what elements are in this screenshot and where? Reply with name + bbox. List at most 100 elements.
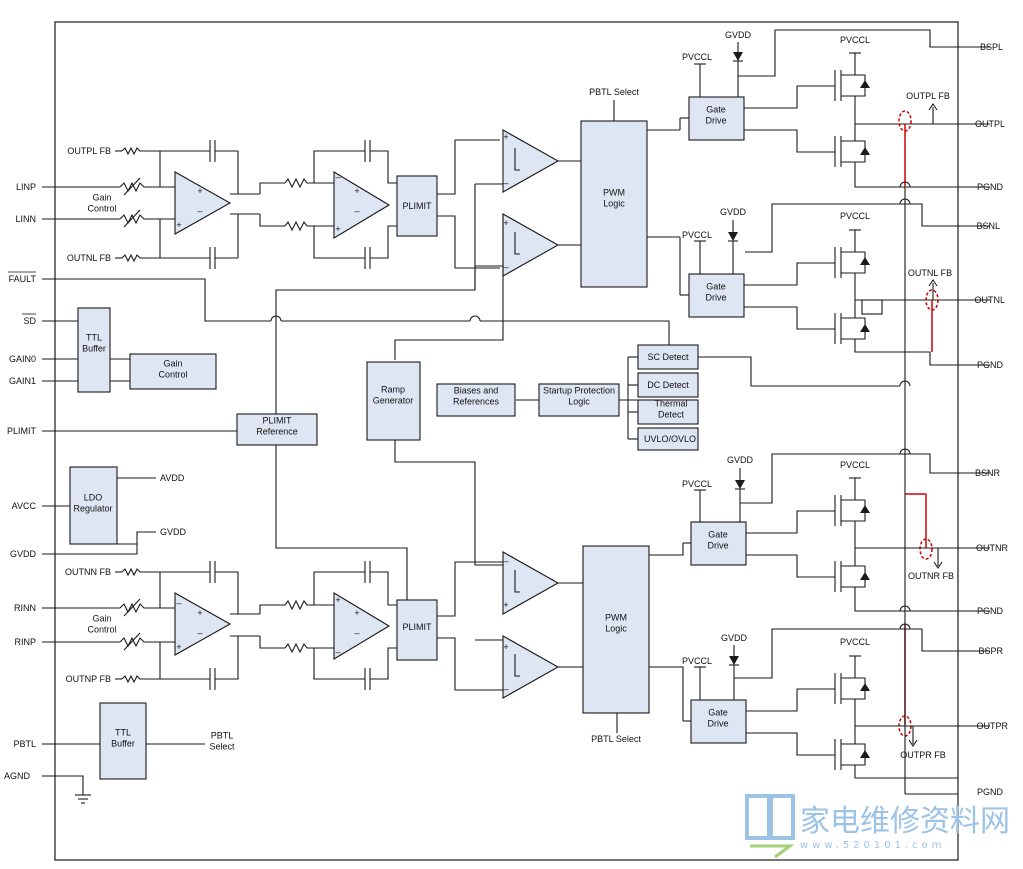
pin-avcc: AVCC	[12, 501, 37, 511]
thermal-detect	[637, 399, 699, 425]
pin-bsnr: BSNR	[975, 468, 1001, 478]
pin-pbtl: PBTL	[13, 739, 36, 749]
biases-references	[436, 383, 516, 417]
pin-outnl: OUTNL	[974, 295, 1005, 305]
pin-pgnd-4: PGND	[977, 787, 1004, 797]
amp-sign: +	[335, 595, 340, 605]
amp-sign: +	[503, 218, 508, 228]
pin-bspl: BSPL	[980, 42, 1003, 52]
amp-sign: +	[197, 608, 202, 618]
middle-wiring	[42, 184, 911, 804]
watermark: 家电维修资料网 www.520101.com	[745, 794, 1010, 859]
watermark-url: www.520101.com	[800, 840, 946, 851]
label-pvccl-left-3: PVCCL	[682, 479, 712, 489]
amp-sign: +	[354, 608, 359, 618]
label-gvdd-3: GVDD	[727, 455, 754, 465]
label-outnr-fb: OUTNR FB	[908, 571, 954, 581]
pin-rinn: RINN	[14, 603, 36, 613]
label-pvccl-fet-2: PVCCL	[840, 211, 870, 221]
amp-sign: –	[503, 556, 508, 566]
label-dc-detect: DC Detect	[647, 380, 689, 390]
pin-outpl: OUTPL	[975, 119, 1005, 129]
left-channel-input	[42, 139, 500, 269]
label-outpl-fb: OUTPL FB	[906, 91, 950, 101]
label-uvlo: UVLO/OVLO	[644, 434, 696, 444]
label-outnl-fb-in: OUTNL FB	[67, 253, 111, 263]
label-plimit-bot: PLIMIT	[402, 622, 432, 632]
gain-control-box	[129, 353, 217, 390]
pin-gain1: GAIN1	[9, 376, 36, 386]
label-gvdd-ldo: GVDD	[160, 527, 187, 537]
output-stage-1	[680, 29, 990, 188]
comparators-bottom	[475, 551, 583, 699]
pin-rinp: RINP	[14, 637, 36, 647]
labels: LINPLINNFAULTSDGAIN0GAIN1PLIMITAVCCGVDDR…	[4, 30, 1009, 797]
label-gvdd-1: GVDD	[725, 30, 752, 40]
label-pvccl-fet-4: PVCCL	[840, 637, 870, 647]
ramp-generator	[366, 361, 421, 441]
label-outnp-fb-in: OUTNP FB	[66, 674, 111, 684]
amp-sign: +	[354, 186, 359, 196]
pin-bspr: BSPR	[978, 646, 1003, 656]
pin-linp: LINP	[16, 182, 36, 192]
pin-outpr: OUTPR	[977, 721, 1009, 731]
output-stage-2	[680, 203, 990, 366]
pwm-logic-bottom	[582, 545, 650, 714]
amp-sign: +	[335, 224, 340, 234]
pin-pgnd-3: PGND	[977, 606, 1004, 616]
label-pvccl-left-2: PVCCL	[682, 230, 712, 240]
amp-sign: –	[197, 628, 202, 638]
label-pbtl-select-top: PBTL Select	[589, 87, 639, 97]
label-gvdd-4: GVDD	[721, 633, 748, 643]
amp-sign: +	[176, 642, 181, 652]
label-pbtl-select-bottom: PBTL Select	[591, 734, 641, 744]
label-pvccl-left-4: PVCCL	[682, 656, 712, 666]
label-outnl-fb: OUTNL FB	[908, 268, 952, 278]
amp-sign: –	[503, 262, 508, 272]
ttl-buffer-top	[77, 307, 111, 393]
pin-pgnd-2: PGND	[977, 360, 1004, 370]
ttl-buffer-bottom	[99, 702, 147, 780]
pin-fault: FAULT	[9, 274, 37, 284]
amp-sign: –	[197, 206, 202, 216]
amp-sign: –	[503, 684, 508, 694]
label-avdd: AVDD	[160, 473, 185, 483]
startup-protection	[538, 383, 620, 417]
label-sc-detect: SC Detect	[647, 352, 689, 362]
label-gvdd-2: GVDD	[720, 207, 747, 217]
label-pvccl-fet-1: PVCCL	[840, 35, 870, 45]
amp-sign: –	[354, 206, 359, 216]
pin-linn: LINN	[15, 214, 36, 224]
amp-sign: +	[176, 220, 181, 230]
amp-sign: –	[176, 598, 181, 608]
pin-gain0: GAIN0	[9, 354, 36, 364]
amp-sign: +	[503, 132, 508, 142]
output-stage-3	[683, 453, 990, 612]
label-plimit-top: PLIMIT	[402, 201, 432, 211]
label-outpl-fb-in: OUTPL FB	[67, 146, 111, 156]
label-pvccl-fet-3: PVCCL	[840, 460, 870, 470]
pin-sd: SD	[23, 316, 36, 326]
watermark-chinese: 家电维修资料网	[800, 804, 1010, 839]
amp-sign: +	[503, 600, 508, 610]
pin-agnd: AGND	[4, 771, 31, 781]
output-stage-4	[683, 628, 990, 779]
amp-sign: +	[197, 186, 202, 196]
comparators-top	[475, 129, 581, 277]
label-outpr-fb: OUTPR FB	[900, 750, 946, 760]
ldo-regulator	[69, 466, 118, 545]
amp-sign: –	[503, 178, 508, 188]
left-channel-bottom	[42, 561, 503, 691]
